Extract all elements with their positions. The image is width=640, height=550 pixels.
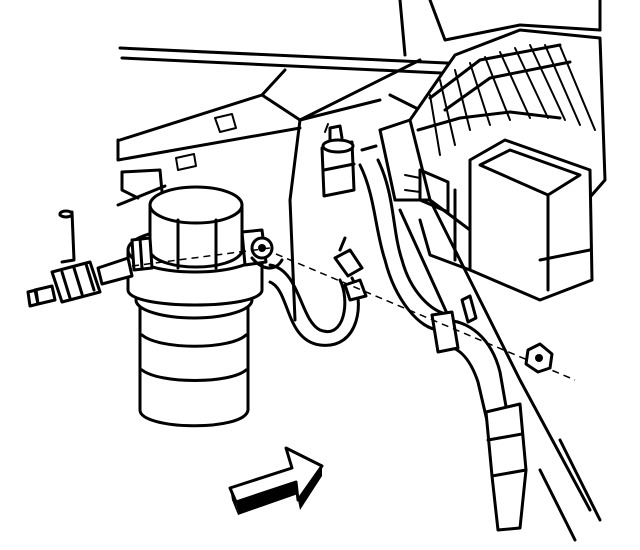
mounting-nut — [131, 247, 576, 381]
direction-arrow — [228, 446, 324, 515]
low-pressure-sensor — [26, 209, 134, 308]
pressure-switch — [320, 124, 356, 198]
liquid-line-fitting — [268, 236, 368, 347]
evaporator-housing — [378, 0, 607, 302]
suction-hose — [358, 144, 528, 532]
accumulator-drier — [120, 168, 284, 428]
